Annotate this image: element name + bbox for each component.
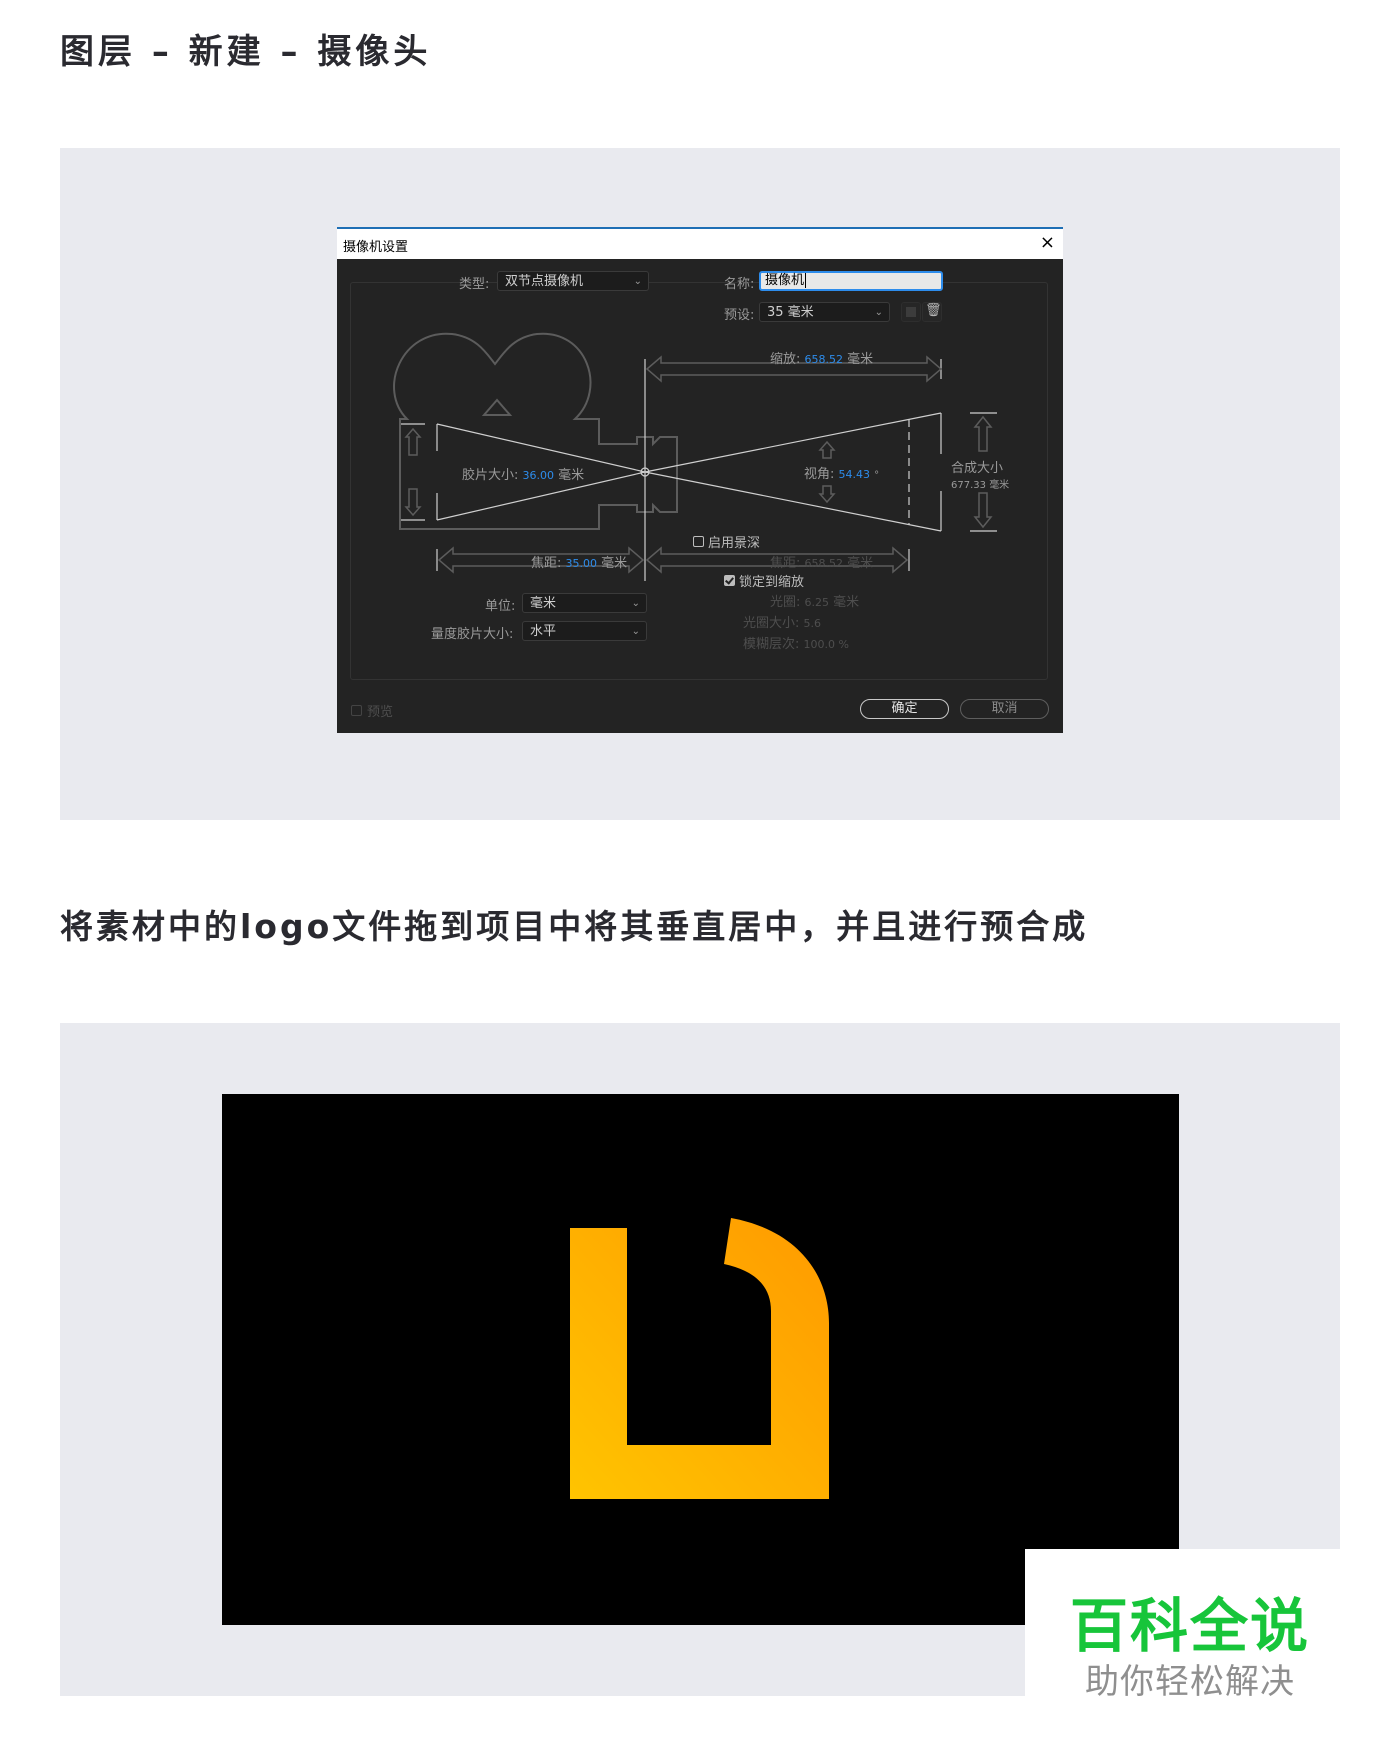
camera-type-select[interactable]: 双节点摄像机 ⌄ (497, 271, 649, 291)
section-heading-camera: 图层 – 新建 – 摄像头 (60, 32, 432, 72)
preset-value: 35 毫米 (767, 305, 814, 320)
units-value: 毫米 (530, 596, 557, 611)
lock-to-zoom-label: 锁定到缩放 (739, 575, 805, 590)
aperture-label: 光圈: (770, 595, 801, 610)
chevron-down-icon: ⌄ (631, 598, 640, 609)
preview-checkbox[interactable] (351, 705, 362, 716)
film-size-label: 胶片大小: (462, 468, 519, 483)
aperture-unit: 毫米 (833, 595, 860, 610)
watermark-title: 百科全说 (1070, 1592, 1311, 1660)
enable-dof-checkbox[interactable] (693, 536, 704, 547)
dialog-title: 摄像机设置 (343, 240, 409, 255)
watermark-subtitle: 助你轻松解决 (1085, 1662, 1295, 1702)
blur-level-readout: 模糊层次: 100.0 % (743, 633, 849, 652)
focus-distance-unit: 毫米 (847, 556, 874, 571)
cancel-button[interactable]: 取消 (960, 699, 1049, 719)
composition-preview (222, 1094, 1179, 1625)
settings-frame (350, 282, 1048, 680)
chevron-down-icon: ⌄ (631, 626, 640, 637)
angle-readout: 视角: 54.43 ° (804, 463, 879, 482)
measure-film-label: 量度胶片大小: (431, 627, 514, 642)
focal-length-label: 焦距: (531, 556, 562, 571)
focal-length-unit: 毫米 (601, 556, 628, 571)
close-icon[interactable]: × (1039, 232, 1055, 253)
preset-label: 预设: (724, 308, 755, 323)
angle-unit: ° (874, 470, 880, 481)
focal-length-value[interactable]: 35.00 (565, 557, 598, 570)
camera-name-value: 摄像机 (765, 273, 805, 288)
name-label: 名称: (724, 277, 755, 292)
aperture-readout: 光圈: 6.25 毫米 (770, 591, 859, 610)
delete-preset-button[interactable]: 🗑 (922, 302, 942, 322)
aperture-value: 6.25 (804, 596, 830, 609)
save-preset-button[interactable] (901, 302, 921, 322)
zoom-label: 缩放: (770, 352, 801, 367)
focus-distance-label: 焦距: (770, 556, 801, 571)
zoom-readout: 缩放: 658.52 毫米 (770, 348, 873, 367)
watermark: 百科全说 助你轻松解决 (1025, 1549, 1340, 1702)
dialog-titlebar: 摄像机设置 × (337, 229, 1063, 259)
fstop-readout: 光圈大小: 5.6 (743, 612, 821, 631)
measure-film-value: 水平 (530, 624, 557, 639)
film-size-unit: 毫米 (558, 468, 585, 483)
blur-level-label: 模糊层次: (743, 637, 800, 652)
chevron-down-icon: ⌄ (633, 276, 642, 287)
zoom-value[interactable]: 658.52 (804, 353, 844, 366)
film-size-readout: 胶片大小: 36.00 毫米 (462, 464, 584, 483)
units-label: 单位: (485, 599, 516, 614)
camera-settings-dialog: 摄像机设置 × (337, 227, 1063, 733)
enable-dof-label: 启用景深 (708, 536, 761, 551)
new-preset-icon (906, 307, 916, 317)
comp-size-unit: 毫米 (989, 480, 1010, 491)
chevron-down-icon: ⌄ (874, 307, 883, 318)
trash-icon: 🗑 (925, 303, 942, 318)
logo-icon (570, 1218, 829, 1499)
film-size-value[interactable]: 36.00 (522, 469, 555, 482)
section-heading-logo: 将素材中的logo文件拖到项目中将其垂直居中，并且进行预合成 (60, 907, 1089, 946)
type-label: 类型: (459, 277, 490, 292)
focal-length-readout: 焦距: 35.00 毫米 (531, 552, 627, 571)
camera-type-value: 双节点摄像机 (505, 274, 584, 289)
comp-size-label: 合成大小 (951, 461, 1004, 476)
angle-label: 视角: (804, 467, 835, 482)
fstop-value: 5.6 (803, 617, 822, 630)
preview-label: 预览 (367, 705, 394, 720)
units-select[interactable]: 毫米 ⌄ (522, 593, 647, 613)
screenshot-panel-logo-preview (60, 1023, 1340, 1696)
ok-button[interactable]: 确定 (860, 699, 949, 719)
measure-film-select[interactable]: 水平 ⌄ (522, 621, 647, 641)
fstop-label: 光圈大小: (743, 616, 800, 631)
lock-to-zoom-checkbox[interactable] (724, 575, 735, 586)
angle-value[interactable]: 54.43 (838, 468, 871, 481)
camera-name-input[interactable]: 摄像机 (759, 271, 943, 291)
comp-size-value: 677.33 (951, 480, 986, 491)
focus-distance-readout: 焦距: 658.52 毫米 (770, 552, 873, 571)
zoom-unit: 毫米 (847, 352, 874, 367)
screenshot-panel-camera-settings: 摄像机设置 × (60, 148, 1340, 820)
comp-size-readout: 677.33 毫米 (951, 476, 1009, 491)
focus-distance-value: 658.52 (804, 557, 844, 570)
blur-level-value: 100.0 % (803, 638, 849, 651)
preset-select[interactable]: 35 毫米 ⌄ (759, 302, 890, 322)
